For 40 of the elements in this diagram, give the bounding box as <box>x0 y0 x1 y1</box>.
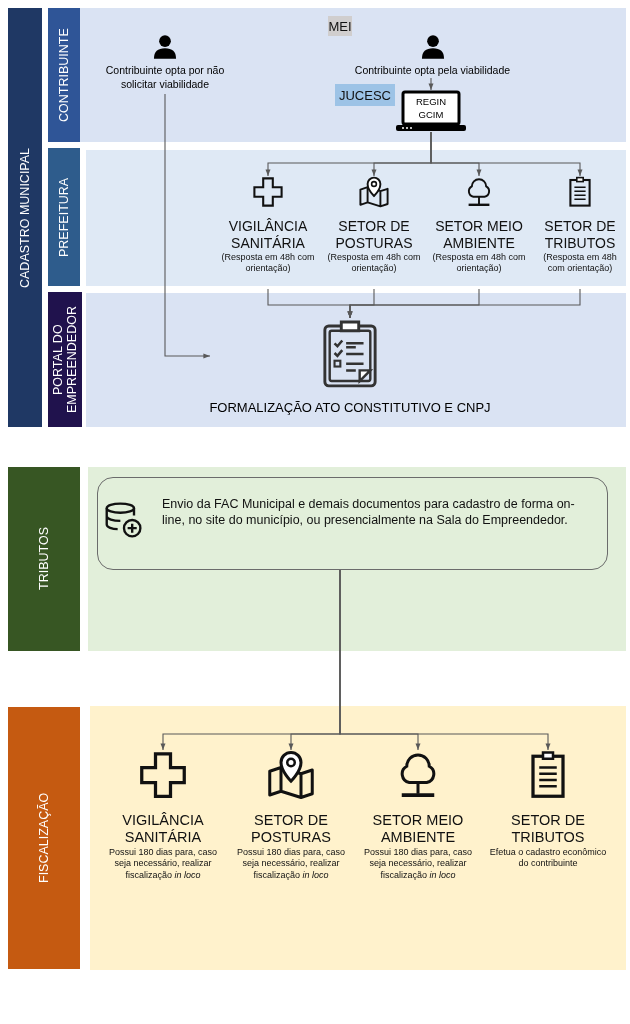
sector-title: SETOR DE TRIBUTOS <box>510 812 586 847</box>
sector-note: Possui 180 dias para, caso seja necessário, realizar fiscalização in loco <box>362 846 474 882</box>
process-box <box>97 477 608 570</box>
sector-title: SETOR DE POSTURAS <box>250 812 332 847</box>
lane-title: CADASTRO MUNICIPAL <box>17 146 33 290</box>
connector-arrow <box>428 77 434 91</box>
lane-title: TRIBUTOS <box>36 526 52 593</box>
lane-title: CONTRIBUINTE <box>56 27 72 124</box>
lane-header <box>8 467 80 651</box>
lane-title: PORTAL DO EMPREENDEDOR <box>50 305 80 415</box>
screen-text: REGIN GCIM <box>414 95 448 122</box>
step-title: FORMALIZAÇÃO ATO CONSTITUTIVO E CNPJ <box>209 400 491 415</box>
sector-note: (Resposta em 48h com orientação) <box>431 251 527 275</box>
lane-title: PREFEITURA <box>56 176 72 259</box>
lane-header <box>48 148 80 286</box>
sector-title: VIGILÂNCIA SANITÁRIA <box>121 812 205 847</box>
category-tag: MEI <box>328 16 352 36</box>
connector-arrow <box>430 131 583 177</box>
sector-note: (Resposta em 48h com orientação) <box>220 251 316 275</box>
sector-note: Possui 180 dias para, caso seja necessário, realizar fiscalização in loco <box>107 846 219 882</box>
lane-title: FISCALIZAÇÃO <box>36 791 52 886</box>
lane-header <box>48 8 80 142</box>
sector-note: Possui 180 dias para, caso seja necessário, realizar fiscalização in loco <box>235 846 347 882</box>
sector-title: SETOR MEIO AMBIENTE <box>371 812 465 847</box>
sector-title: SETOR DE TRIBUTOS <box>543 218 617 252</box>
sector-note: (Resposta em 48h com orientação) <box>542 251 618 275</box>
lane-header <box>48 292 82 427</box>
lane-header <box>8 707 80 969</box>
connector-arrow <box>164 93 211 359</box>
sector-title: VIGILÂNCIA SANITÁRIA <box>227 218 309 252</box>
sector-note: Efetua o cadastro econômico do contribuinte <box>488 846 608 871</box>
actor-label: Contribuinte opta pela viabilidade <box>354 64 511 78</box>
actor-label: Contribuinte opta por não solicitar viabilidade <box>104 64 226 92</box>
sector-title: SETOR MEIO AMBIENTE <box>434 218 524 252</box>
sector-note: (Resposta em 48h com orientação) <box>326 251 422 275</box>
process-text: Envio da FAC Municipal e demais documentos para cadastro de forma on-line, no site do município, ou presencialmente na Sala do Empreendedor. <box>162 496 576 529</box>
sector-title: SETOR DE POSTURAS <box>334 218 414 252</box>
connector-arrow <box>339 569 551 751</box>
lane-header <box>8 8 42 427</box>
label-box: JUCESC <box>335 84 395 106</box>
